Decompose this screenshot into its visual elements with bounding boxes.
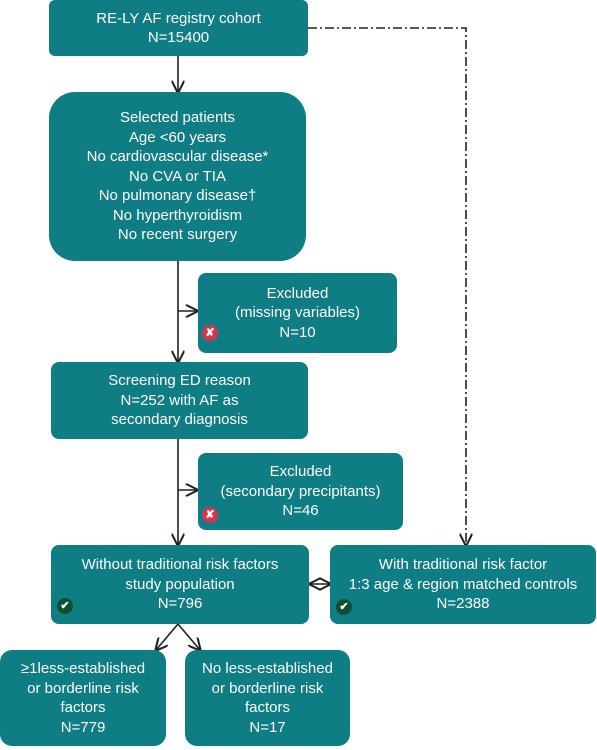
less-established-count: N=779 [60, 718, 106, 736]
criterion-recent-surgery: No recent surgery [117, 226, 238, 244]
check-mark-icon: ✔ [57, 598, 73, 614]
criterion-cardiovascular: No cardiovascular disease* [86, 148, 269, 166]
selected-title: Selected patients [119, 109, 236, 127]
excluded-missing-reason: (missing variables) [234, 304, 361, 322]
less-established-line3: factors [60, 699, 106, 716]
no-less-established-line2: or borderline risk [211, 679, 324, 697]
with-rf-subtitle: 1:3 age & region matched controls [348, 575, 578, 593]
no-less-established-line3: factors [244, 699, 290, 716]
less-established-line1: ≥1less-established [20, 660, 146, 677]
criterion-age: Age <60 years [128, 128, 227, 146]
without-risk-factors-box: Without traditional risk factors study p… [51, 545, 309, 624]
without-rf-subtitle: study population [125, 575, 235, 593]
no-less-established-count: N=17 [249, 718, 286, 736]
excluded-secondary-title: Excluded [269, 463, 332, 481]
screening-detail: secondary diagnosis [111, 411, 248, 429]
check-mark-icon: ✔ [336, 599, 352, 615]
arrow-to-less-established [156, 623, 179, 650]
with-risk-factor-box: With traditional risk factor 1:3 age & r… [330, 545, 596, 624]
without-rf-title: Without traditional risk factors [81, 556, 279, 574]
x-mark-icon: ✘ [202, 325, 218, 341]
arrow-to-no-less-established [177, 623, 200, 650]
no-less-established-line1: No less-established [202, 660, 333, 677]
screening-title: Screening ED reason [108, 372, 251, 390]
no-less-established-box: No less-established or borderline risk f… [185, 650, 350, 746]
x-mark-icon: ✘ [202, 507, 218, 523]
registry-title: RE-LY AF registry cohort [96, 9, 261, 27]
selected-patients-box: Selected patients Age <60 years No cardi… [49, 92, 306, 261]
screening-count: N=252 with AF as [120, 391, 239, 409]
dashed-line-to-with-rf [308, 27, 466, 545]
with-rf-count: N=2388 [436, 595, 490, 613]
criterion-hyperthyroidism: No hyperthyroidism [112, 206, 243, 224]
excluded-secondary-reason: (secondary precipitants) [220, 482, 381, 500]
excluded-missing-count: N=10 [279, 323, 316, 341]
less-established-box: ≥1less-established or borderline risk fa… [0, 650, 166, 746]
criterion-cva-tia: No CVA or TIA [129, 167, 226, 185]
with-rf-title: With traditional risk factor [378, 556, 548, 574]
excluded-secondary-count: N=46 [282, 502, 319, 520]
excluded-missing-title: Excluded [266, 284, 329, 302]
registry-cohort-box: RE-LY AF registry cohort N=15400 [49, 0, 308, 56]
criterion-pulmonary: No pulmonary disease† [98, 187, 257, 205]
less-established-line2: or borderline risk [27, 679, 139, 697]
registry-count: N=15400 [147, 29, 210, 46]
excluded-secondary-box: Excluded (secondary precipitants) N=46 ✘ [198, 453, 403, 530]
screening-box: Screening ED reason N=252 with AF as sec… [51, 362, 308, 439]
without-rf-count: N=796 [157, 595, 203, 613]
excluded-missing-box: Excluded (missing variables) N=10 ✘ [198, 273, 397, 353]
